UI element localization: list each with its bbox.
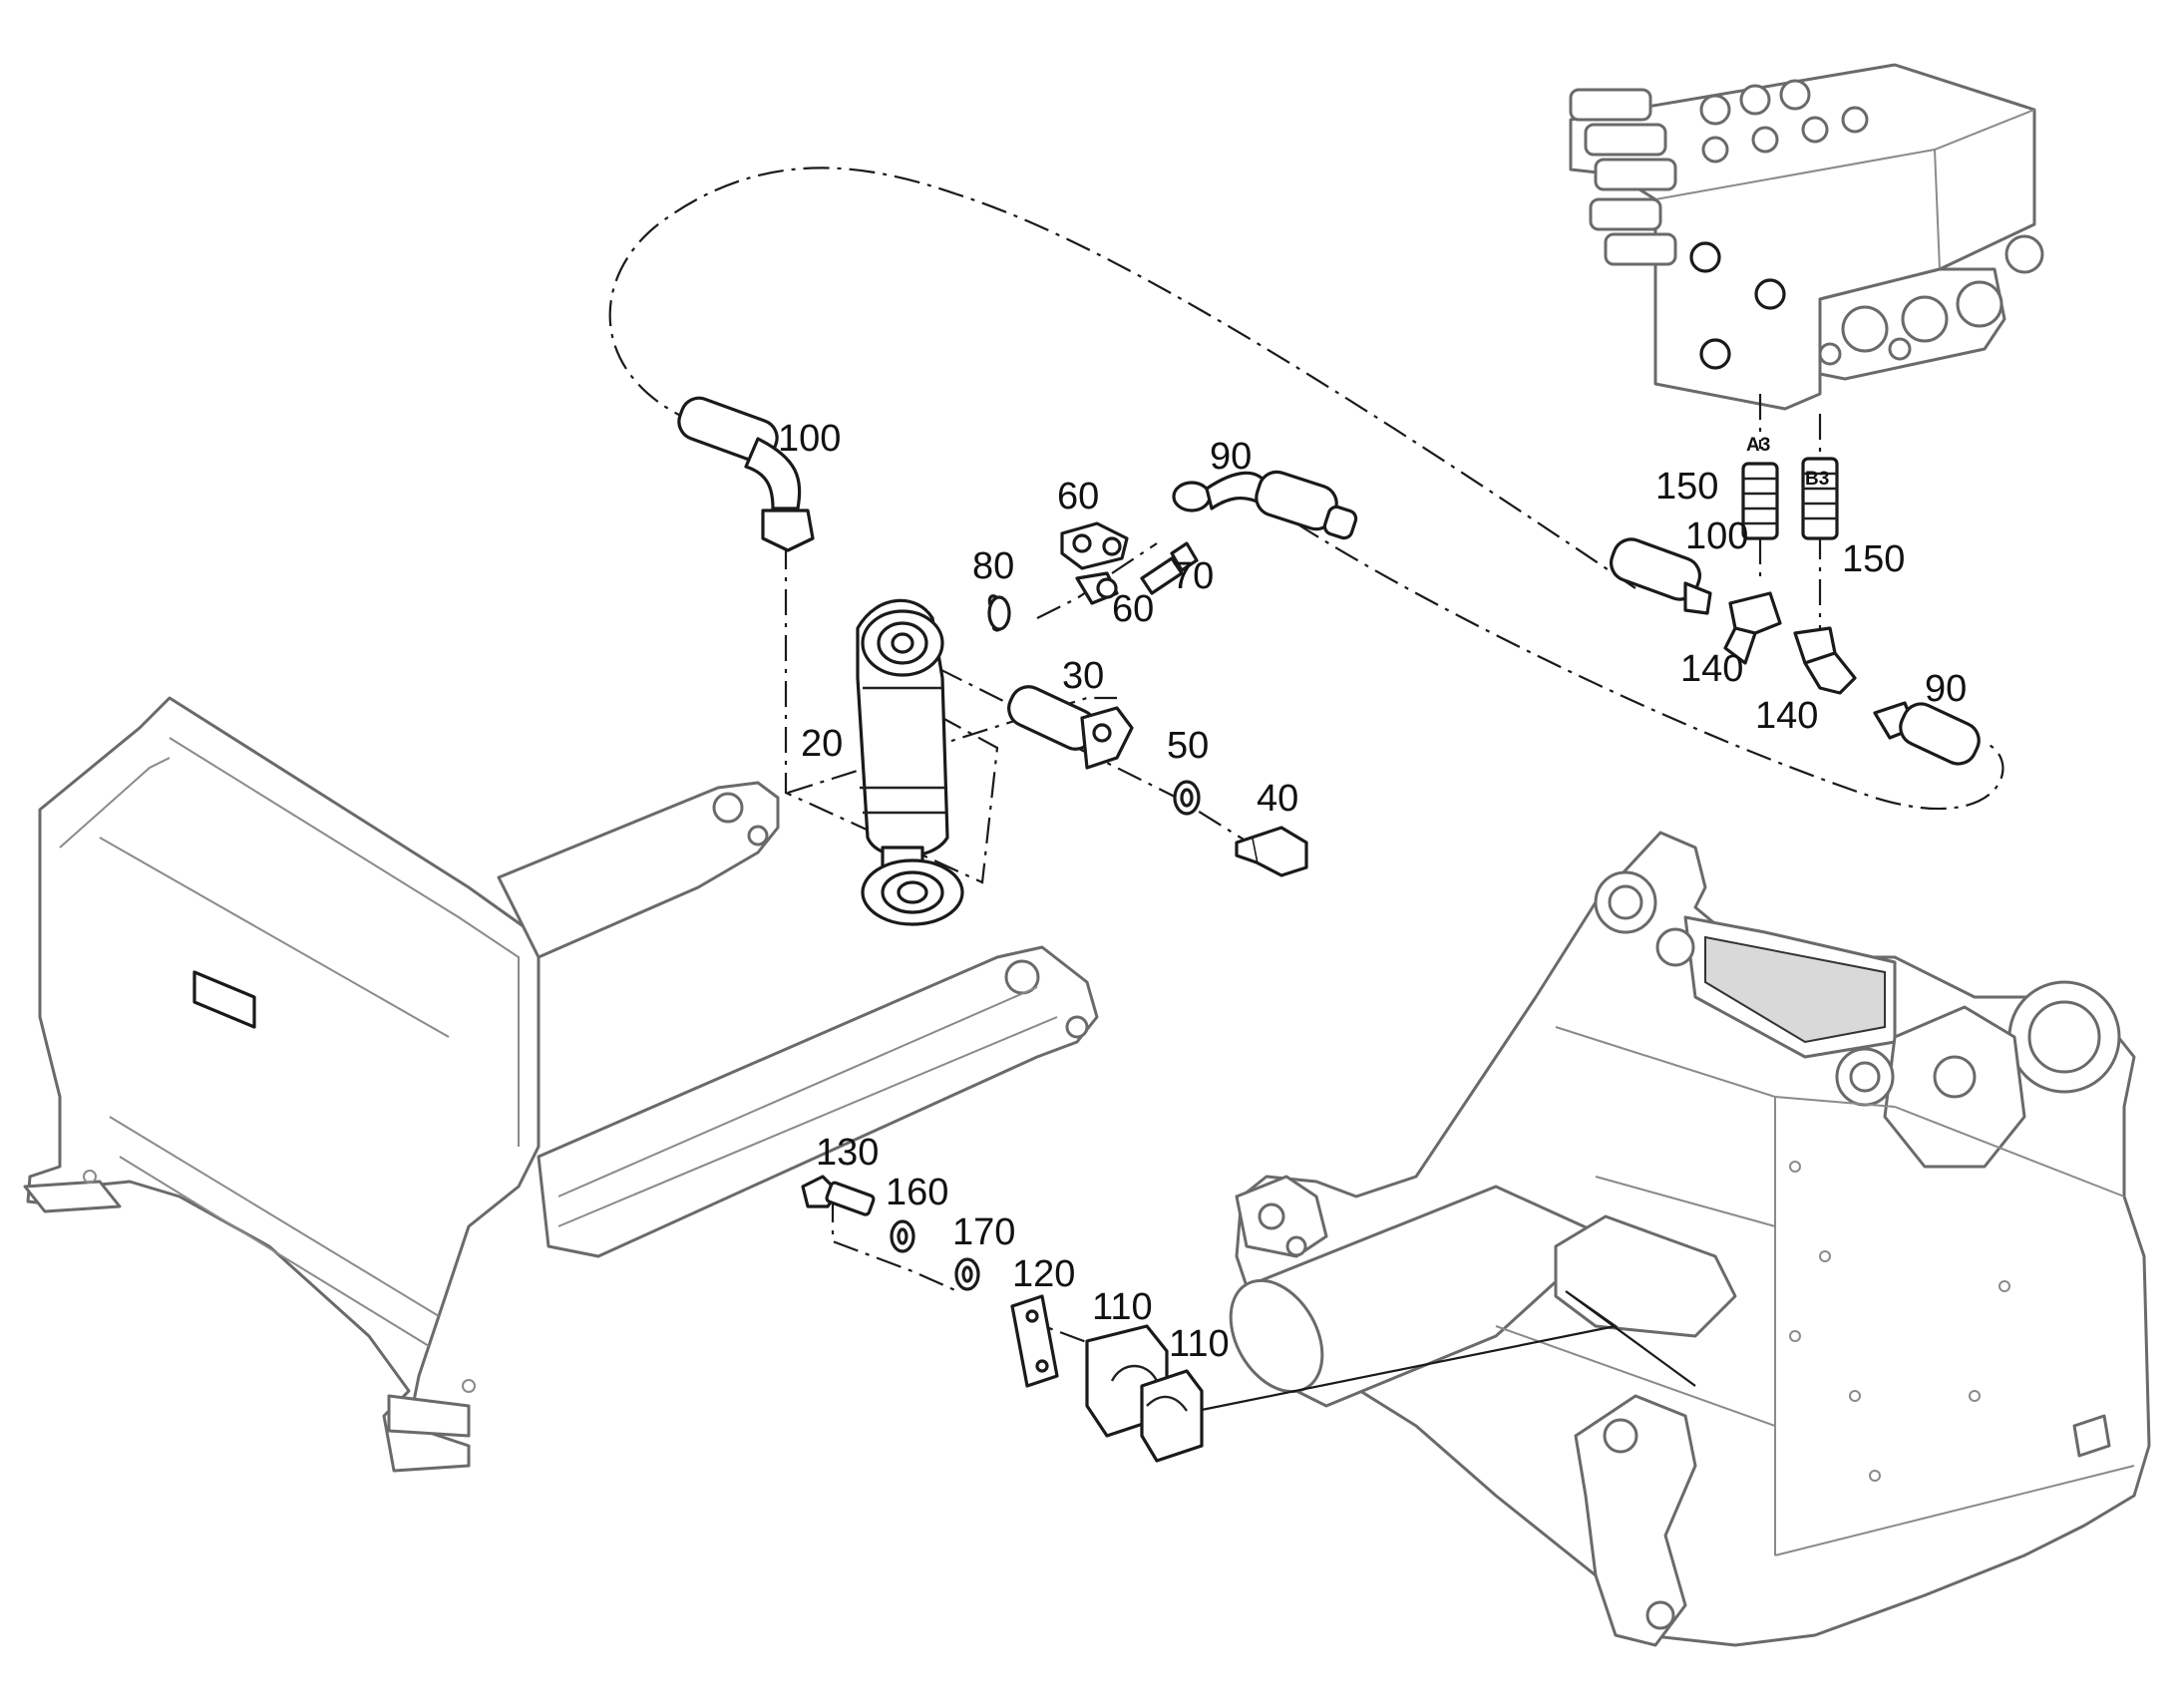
clamp-leader-line — [1196, 1290, 1696, 1413]
part-120-cover-plate — [1010, 1294, 1059, 1388]
part-60-clamp-half-upper — [1060, 521, 1129, 570]
part-140-elbow-b — [1793, 626, 1857, 695]
fork-frame — [23, 696, 1099, 1473]
part-50-washer — [1173, 780, 1201, 816]
callout-150-adapter-b3: 150 — [1842, 538, 1905, 580]
loader-frame — [1229, 831, 2151, 1647]
callout-20-cylinder: 20 — [801, 723, 843, 765]
callout-40-bolt: 40 — [1257, 778, 1298, 820]
part-90-hose-fitting-right — [1873, 701, 1981, 766]
control-valve-block — [1569, 63, 2044, 411]
callout-140-elbow-b: 140 — [1755, 695, 1818, 737]
part-30-pin — [1007, 685, 1134, 770]
callout-130-bolt: 130 — [816, 1132, 879, 1174]
part-90-hose-fitting — [1172, 470, 1358, 540]
callout-110-clamp-b: 110 — [1169, 1323, 1230, 1365]
callout-100-hose: 100 — [778, 418, 841, 460]
callout-120-cover-plate: 120 — [1012, 1253, 1075, 1295]
callout-170-washer: 170 — [952, 1211, 1015, 1253]
spool-fittings — [1569, 79, 1869, 266]
callout-150-adapter-a3: 150 — [1655, 466, 1718, 508]
callout-140-elbow-a: 140 — [1680, 648, 1743, 690]
part-100-hose-fitting-right — [1610, 537, 1712, 615]
part-40-bolt — [1235, 826, 1308, 877]
part-80-circlip — [987, 594, 1011, 632]
part-110-clamp-half-b — [1140, 1369, 1204, 1463]
callout-80-circlip: 80 — [972, 545, 1014, 587]
callout-90-hose-right: 90 — [1925, 668, 1967, 710]
part-100-hose-fitting — [677, 396, 815, 552]
part-150-adapter-a3 — [1741, 462, 1779, 540]
callout-100-hose-right: 100 — [1685, 515, 1748, 557]
callout-60-clamp-upper: 60 — [1057, 476, 1099, 517]
callout-30-pin: 30 — [1062, 655, 1104, 697]
part-130-bolt — [801, 1175, 876, 1216]
callout-160-washer: 160 — [886, 1172, 948, 1213]
port-label-b3: B3 — [1805, 469, 1829, 490]
port-label-a3: A3 — [1746, 435, 1770, 456]
part-70-bolt — [1140, 541, 1199, 595]
part-150-adapter-b3 — [1801, 457, 1839, 540]
callout-110-clamp-a: 110 — [1092, 1286, 1153, 1328]
part-140-elbow-a — [1723, 591, 1782, 665]
walkway-grating — [1704, 935, 1886, 1044]
part-20-hydraulic-cylinder — [856, 598, 964, 926]
part-170-washer — [954, 1257, 980, 1291]
callout-70-bolt: 70 — [1172, 555, 1214, 597]
callout-90-hose: 90 — [1210, 436, 1252, 478]
valve-port-fittings — [1818, 234, 2044, 366]
callout-50-washer: 50 — [1167, 725, 1209, 767]
part-160-washer — [890, 1219, 915, 1253]
part-60-clamp-half-lower — [1075, 571, 1119, 605]
callout-60-clamp-lower: 60 — [1112, 588, 1154, 630]
